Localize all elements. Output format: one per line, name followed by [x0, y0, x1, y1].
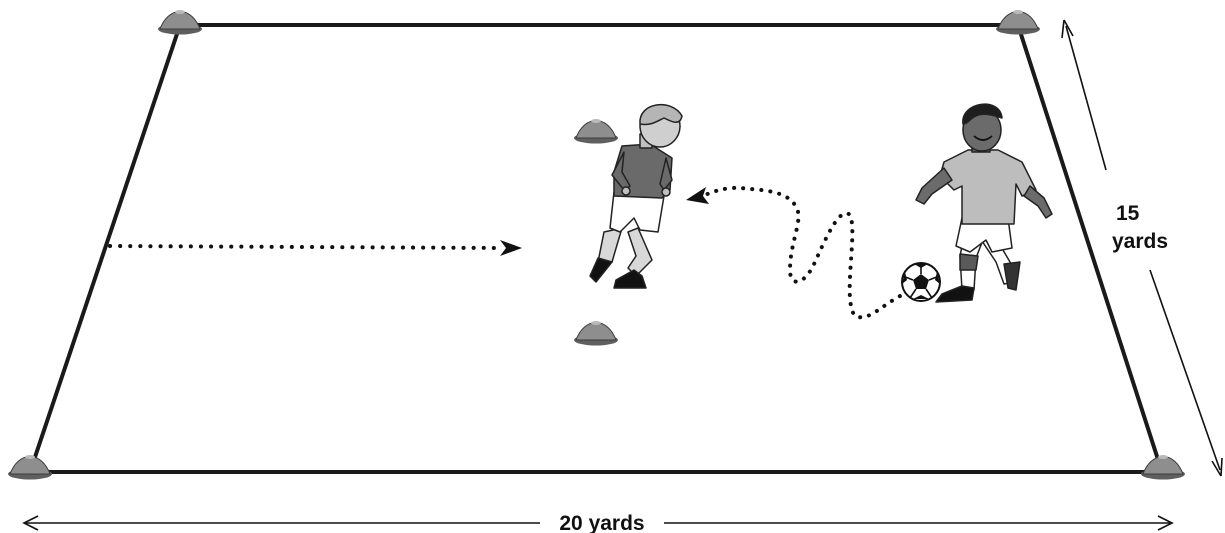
corner-cone-top-right [995, 9, 1041, 35]
corner-cone-bottom-left [7, 454, 53, 480]
width-dimension: 20 yards [22, 512, 1174, 533]
run-arrow [108, 240, 522, 256]
player-attacker [915, 103, 1053, 303]
corner-cone-bottom-right [1140, 454, 1186, 480]
depth-dimension: 15 yards [1061, 19, 1223, 477]
depth-unit-label: yards [1112, 230, 1168, 253]
gate-cone-bottom [573, 320, 619, 346]
dribble-path [686, 185, 910, 320]
soccer-ball-icon [901, 262, 941, 302]
corner-cone-top-left [157, 9, 203, 35]
gate-cone-top [573, 118, 619, 144]
depth-number-label: 15 [1116, 202, 1140, 225]
width-label: 20 yards [559, 512, 644, 533]
player-defender [589, 103, 683, 289]
